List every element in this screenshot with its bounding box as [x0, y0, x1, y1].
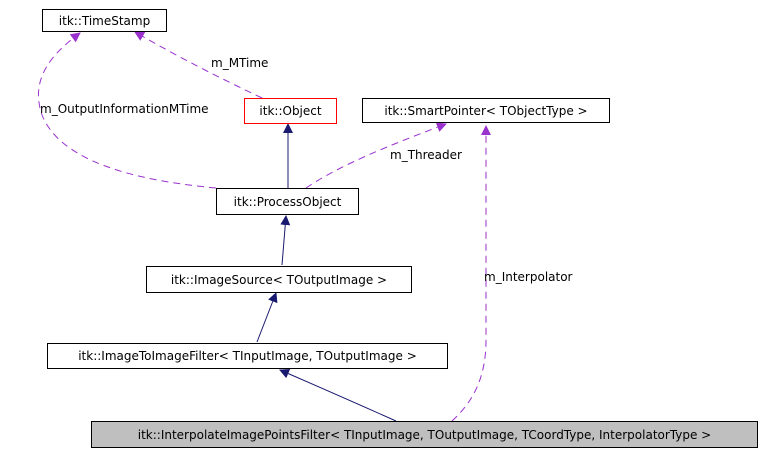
node-interpolatefilter-label: itk::InterpolateImagePointsFilter< TInpu…: [137, 427, 712, 442]
node-smartpointer-label: itk::SmartPointer< TObjectType >: [384, 103, 588, 118]
edge-processobject-threader-to-smartpointer: [305, 122, 447, 189]
node-object-label: itk::Object: [259, 104, 322, 118]
node-smartpointer[interactable]: itk::SmartPointer< TObjectType >: [362, 98, 610, 123]
node-imagesource-label: itk::ImageSource< TOutputImage >: [170, 272, 388, 287]
node-imagetoimagefilter-label: itk::ImageToImageFilter< TInputImage, TO…: [78, 349, 417, 363]
edge-interpolatefilter-interpolator-to-smartpointer: [451, 125, 491, 422]
edge-label-output-info-mtime: m_OutputInformationMTime: [40, 102, 209, 116]
node-processobject[interactable]: itk::ProcessObject: [216, 188, 359, 215]
edge-processobject-outputinfomtime-to-timestamp: [37, 32, 217, 189]
edge-label-interpolator: m_Interpolator: [484, 270, 573, 284]
edge-interpolatefilter-to-imagetoimagefilter: [279, 368, 397, 422]
edge-label-mtime: m_MTime: [211, 56, 269, 70]
edge-imagetoimagefilter-to-imagesource: [256, 292, 278, 343]
node-timestamp-label: itk::TimeStamp: [58, 13, 151, 28]
node-interpolatefilter: itk::InterpolateImagePointsFilter< TInpu…: [91, 421, 758, 448]
node-processobject-label: itk::ProcessObject: [233, 194, 342, 209]
node-imagetoimagefilter[interactable]: itk::ImageToImageFilter< TInputImage, TO…: [47, 343, 448, 369]
edge-label-threader: m_Threader: [390, 148, 462, 162]
edge-imagesource-to-processobject: [280, 215, 291, 266]
node-imagesource[interactable]: itk::ImageSource< TOutputImage >: [146, 266, 412, 293]
node-object[interactable]: itk::Object: [244, 98, 337, 124]
edge-object-mtime-to-timestamp: [134, 31, 263, 99]
node-timestamp[interactable]: itk::TimeStamp: [42, 9, 167, 32]
